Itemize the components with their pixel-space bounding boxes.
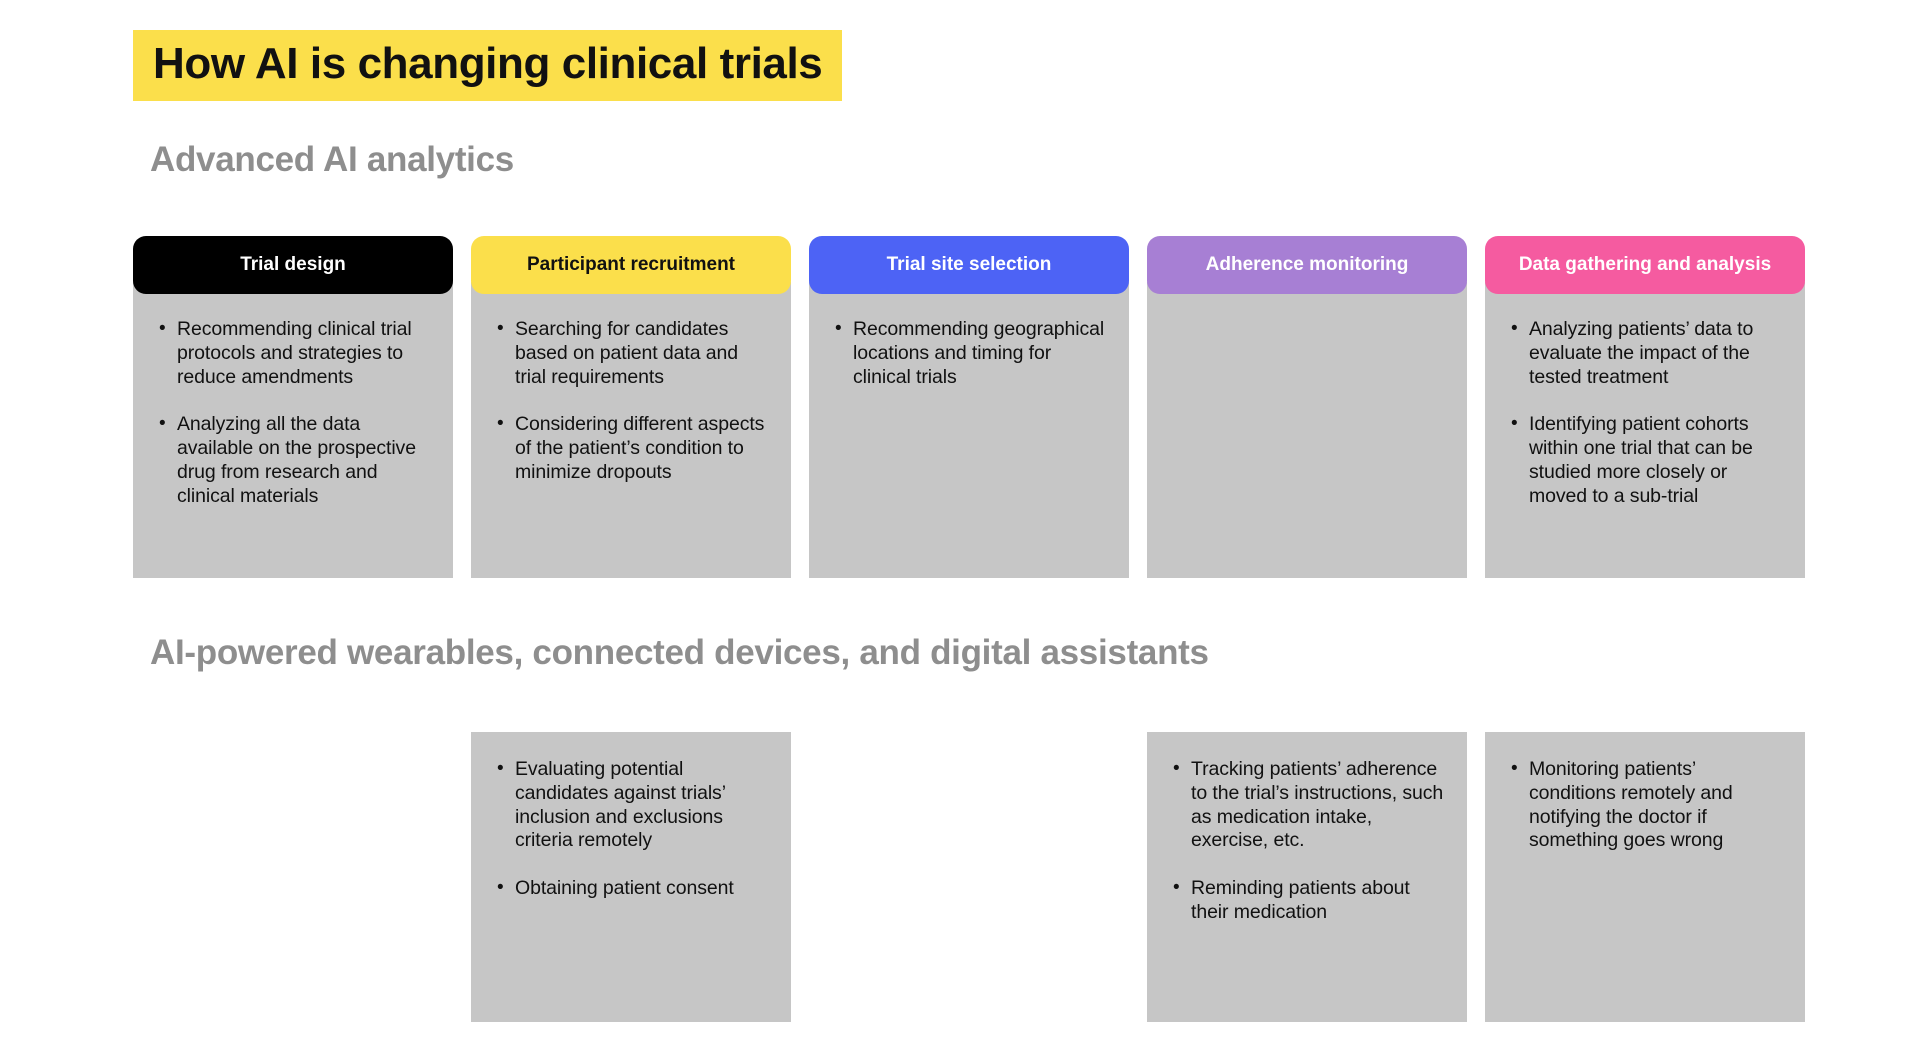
column-header-participant-recruitment[interactable]: Participant recruitment: [471, 236, 791, 294]
column-wearables-adherence-monitoring: Tracking patients’ adherence to the tria…: [1147, 732, 1467, 1022]
list-item: Analyzing all the data available on the …: [155, 412, 431, 508]
section-heading-wearables: AI-powered wearables, connected devices,…: [150, 633, 1209, 672]
column-data-gathering-and-analysis: Data gathering and analysis Analyzing pa…: [1485, 236, 1805, 578]
bullet-list: Searching for candidates based on patien…: [493, 317, 769, 485]
column-adherence-monitoring: Adherence monitoring: [1147, 236, 1467, 578]
column-wearables-participant-recruitment: Evaluating potential candidates against …: [471, 732, 791, 1022]
page-title: How AI is changing clinical trials: [133, 30, 843, 101]
column-participant-recruitment: Participant recruitment Searching for ca…: [471, 236, 791, 578]
column-card-wearables-participant-recruitment: Evaluating potential candidates against …: [471, 732, 791, 1022]
column-header-trial-design[interactable]: Trial design: [133, 236, 453, 294]
column-header-data-gathering-and-analysis[interactable]: Data gathering and analysis: [1485, 236, 1805, 294]
column-card-trial-design: Recommending clinical trial protocols an…: [133, 282, 453, 578]
column-header-label: Data gathering and analysis: [1518, 253, 1772, 275]
list-item: Considering different aspects of the pat…: [493, 412, 769, 484]
list-item: Analyzing patients’ data to evaluate the…: [1507, 317, 1783, 389]
analytics-column-row: Trial design Recommending clinical trial…: [133, 236, 1823, 578]
column-card-data-gathering-and-analysis: Analyzing patients’ data to evaluate the…: [1485, 282, 1805, 578]
column-card-participant-recruitment: Searching for candidates based on patien…: [471, 282, 791, 578]
bullet-list: Tracking patients’ adherence to the tria…: [1169, 757, 1445, 925]
title-container: How AI is changing clinical trials: [133, 30, 843, 101]
column-header-label: Trial design: [240, 253, 346, 275]
column-wearables-data-gathering: Monitoring patients’ conditions remotely…: [1485, 732, 1805, 1022]
bullet-list: Monitoring patients’ conditions remotely…: [1507, 757, 1783, 853]
list-item: Evaluating potential candidates against …: [493, 757, 769, 853]
list-item: Reminding patients about their medicatio…: [1169, 876, 1445, 925]
column-card-adherence-monitoring: [1147, 282, 1467, 578]
list-item: Tracking patients’ adherence to the tria…: [1169, 757, 1445, 853]
bullet-list: Analyzing patients’ data to evaluate the…: [1507, 317, 1783, 508]
column-header-adherence-monitoring[interactable]: Adherence monitoring: [1147, 236, 1467, 294]
section-heading-analytics: Advanced AI analytics: [150, 140, 514, 179]
column-card-trial-site-selection: Recommending geographical locations and …: [809, 282, 1129, 578]
column-card-wearables-data-gathering: Monitoring patients’ conditions remotely…: [1485, 732, 1805, 1022]
bullet-list: Recommending clinical trial protocols an…: [155, 317, 431, 508]
bullet-list: Evaluating potential candidates against …: [493, 757, 769, 901]
wearables-column-row: Evaluating potential candidates against …: [133, 732, 1823, 1022]
list-item: Monitoring patients’ conditions remotely…: [1507, 757, 1783, 853]
list-item: Recommending clinical trial protocols an…: [155, 317, 431, 389]
column-trial-design: Trial design Recommending clinical trial…: [133, 236, 453, 578]
column-header-trial-site-selection[interactable]: Trial site selection: [809, 236, 1129, 294]
list-item: Recommending geographical locations and …: [831, 317, 1107, 389]
list-item: Searching for candidates based on patien…: [493, 317, 769, 389]
column-trial-site-selection: Trial site selection Recommending geogra…: [809, 236, 1129, 578]
column-header-label: Adherence monitoring: [1205, 253, 1409, 275]
list-item: Identifying patient cohorts within one t…: [1507, 412, 1783, 508]
column-card-wearables-adherence-monitoring: Tracking patients’ adherence to the tria…: [1147, 732, 1467, 1022]
list-item: Obtaining patient consent: [493, 876, 769, 901]
column-header-label: Trial site selection: [886, 253, 1052, 275]
bullet-list: Recommending geographical locations and …: [831, 317, 1107, 389]
column-header-label: Participant recruitment: [527, 253, 735, 275]
